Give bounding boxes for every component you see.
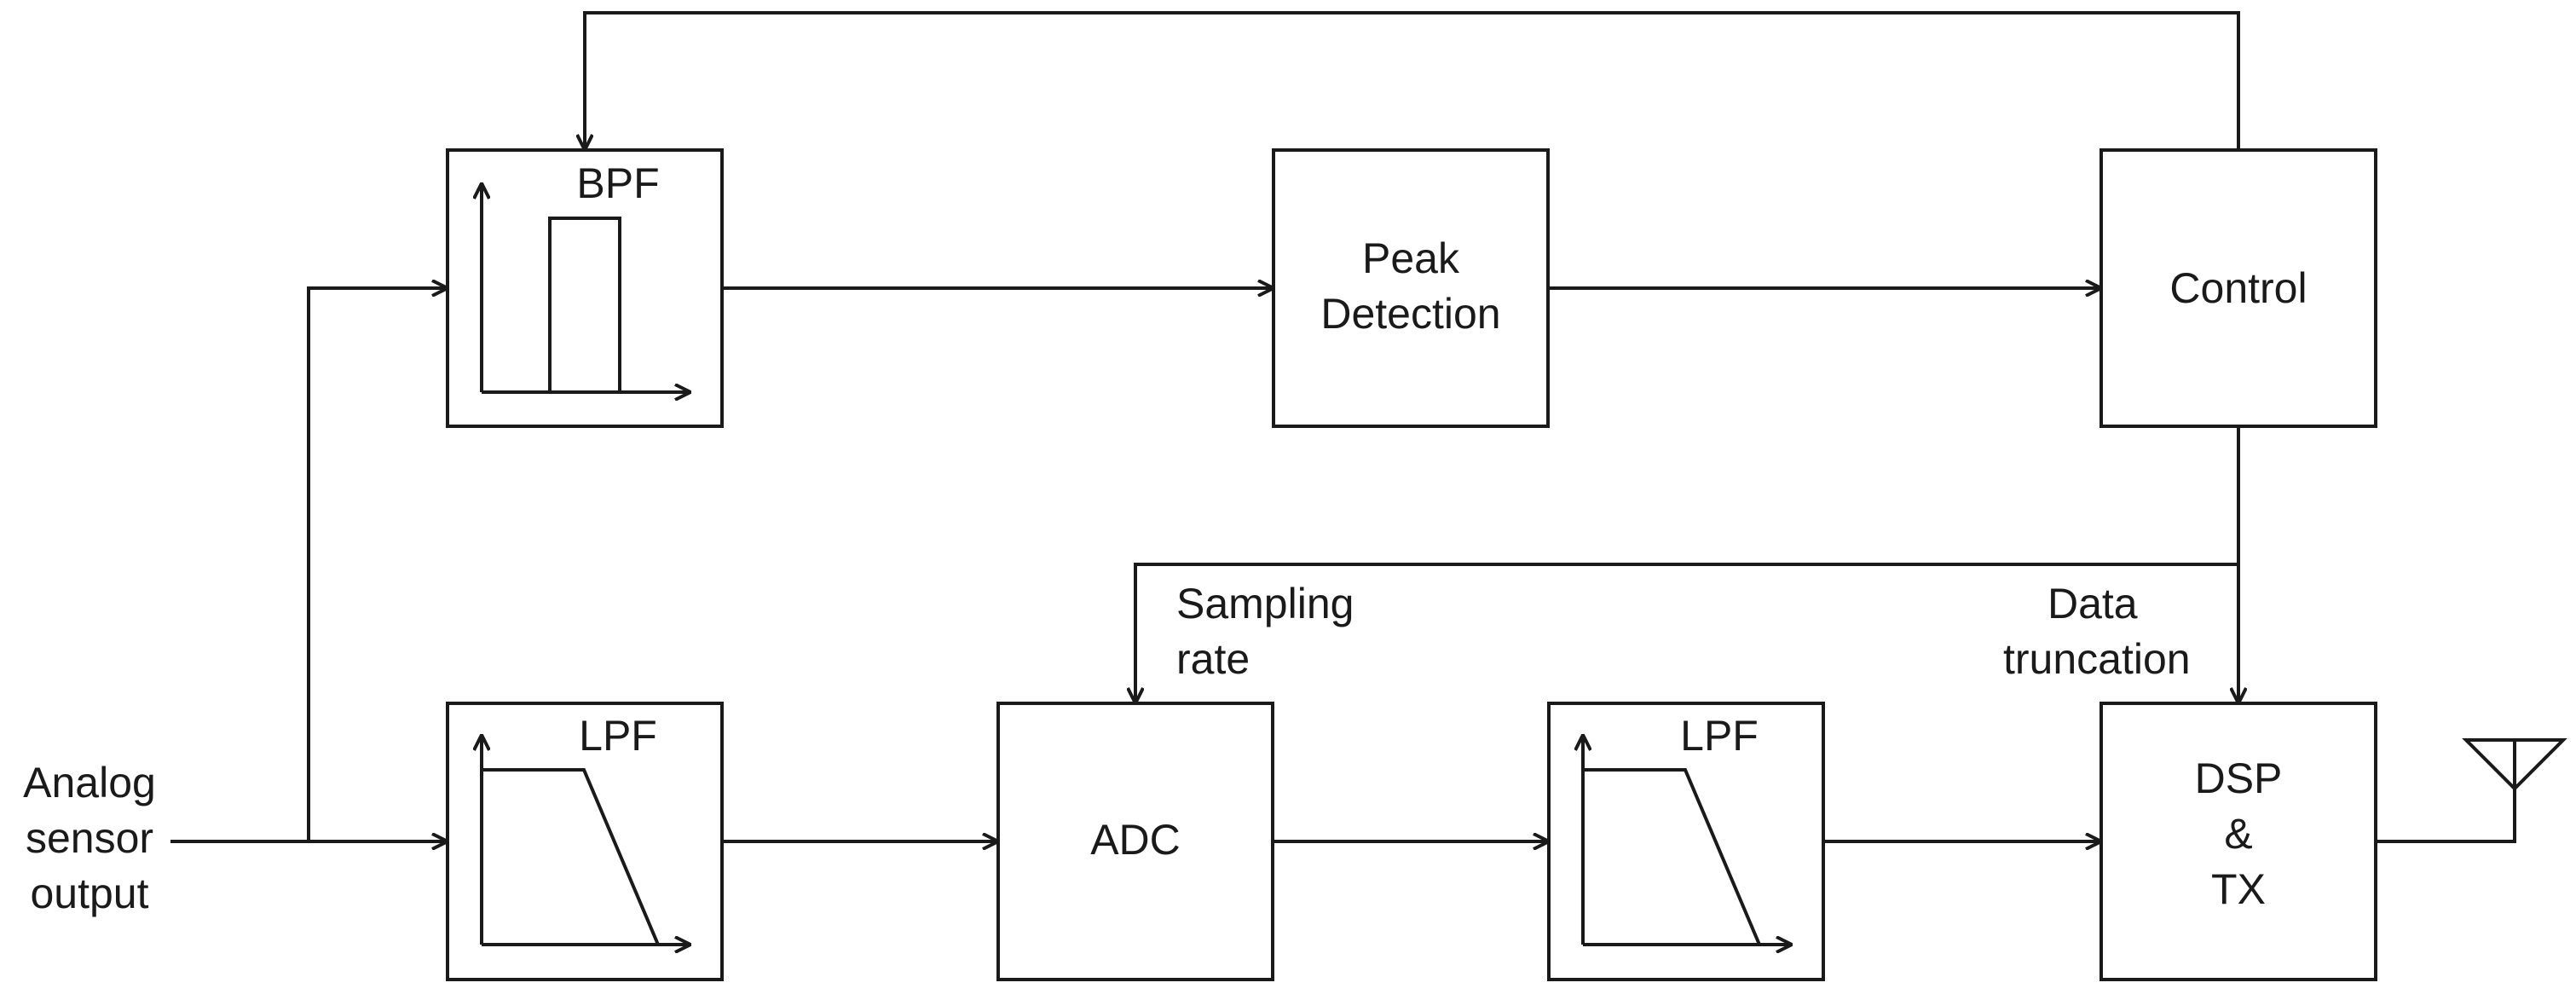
input-lpf-block: LPF: [446, 702, 724, 981]
peak-detection-label-line2: Detection: [1320, 290, 1500, 338]
input-to-bpf-arrow: [307, 288, 448, 841]
dsp-to-antenna-wire: [2376, 789, 2516, 843]
peak-detection-label-line1: Peak: [1362, 234, 1460, 282]
antenna-icon: [2462, 738, 2567, 791]
sampling-rate-label-line1: Sampling: [1176, 580, 1354, 627]
bpf-label: BPF: [576, 159, 659, 207]
control-label: Control: [2169, 264, 2307, 312]
adc-label: ADC: [1090, 816, 1181, 864]
control-block: Control: [2099, 148, 2377, 428]
analog-input-label-line3: output: [30, 870, 148, 917]
dsp-tx-label-line2: &: [2224, 810, 2252, 858]
control-to-adc-arrow: [1135, 563, 2238, 703]
control-to-bpf-feedback-arrow: [585, 11, 2240, 150]
peak-detection-block: Peak Detection: [1272, 148, 1550, 428]
lowpass-response-icon: [1583, 735, 1792, 945]
bpf-block: BPF: [446, 148, 724, 428]
sampling-rate-label-line2: rate: [1176, 635, 1250, 683]
lowpass-response-icon: [482, 735, 690, 945]
input-lpf-label: LPF: [579, 712, 657, 760]
analog-input-label: Analog sensor output: [23, 759, 156, 917]
output-lpf-block: LPF: [1547, 702, 1825, 981]
sampling-rate-label: Sampling rate: [1176, 580, 1354, 683]
bandpass-response-icon: [482, 183, 690, 392]
output-lpf-label: LPF: [1680, 712, 1759, 760]
data-truncation-label-line2: truncation: [2003, 635, 2191, 683]
analog-input-label-line1: Analog: [23, 759, 156, 806]
analog-input-label-line2: sensor: [26, 814, 153, 862]
data-truncation-label: Data truncation: [2003, 580, 2191, 683]
peak-detection-block-frame: [1272, 148, 1550, 428]
dsp-tx-block: DSP & TX: [2099, 702, 2377, 981]
data-truncation-label-line1: Data: [2048, 580, 2138, 627]
adc-block: ADC: [996, 702, 1274, 981]
dsp-tx-label-line1: DSP: [2195, 754, 2283, 802]
dsp-tx-label-line3: TX: [2211, 865, 2266, 913]
